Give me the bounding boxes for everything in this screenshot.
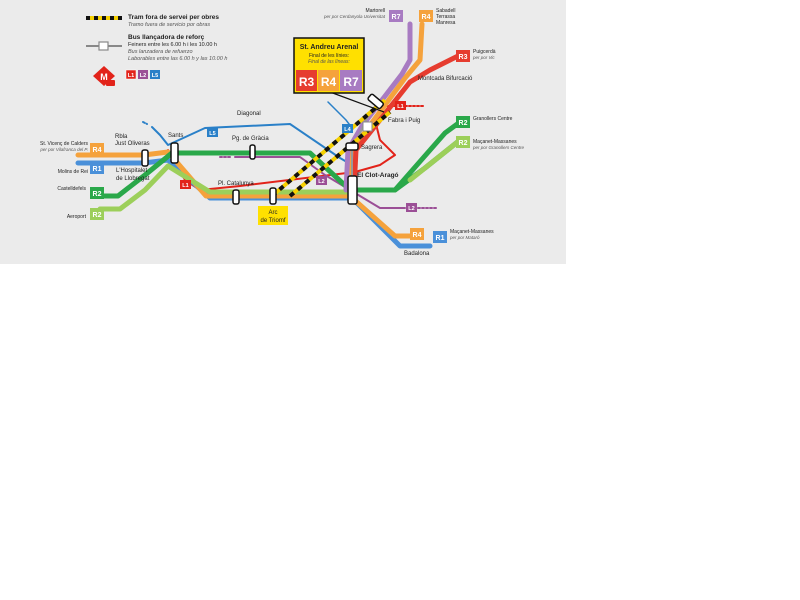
dest-sabadell-3: Manresa (436, 20, 456, 26)
dest-martorell-1: Martorell (366, 8, 385, 14)
legend-metro-l1: L1 (128, 73, 134, 79)
legend-metro-l2: L2 (140, 73, 146, 79)
station-marker-rbla-just[interactable] (141, 149, 149, 167)
dest-sabadell-1: Sabadell (436, 8, 455, 14)
legend-bus-3: Bus lanzadera de refuerzo (128, 49, 193, 55)
dest-puigcerda-2: per por Vic (472, 55, 495, 60)
metro-logo-icon: M (93, 66, 115, 86)
legend-bus-1: Bus llançadora de reforç (128, 34, 205, 41)
bus-stop-icon (362, 121, 373, 132)
badge-l1-south: L1 (182, 183, 188, 189)
callout-r3: R3 (299, 75, 315, 89)
dest-macanet-b-1: Maçanet-Massanes (450, 229, 494, 235)
callout-st-andreu: St. Andreu Arenal Final de les línies: F… (293, 37, 385, 113)
station-marker-pl-catalunya[interactable] (232, 189, 240, 205)
badge-r1-west: R1 (93, 166, 102, 173)
dest-macanet-a-2: per por Granollers Centre (472, 145, 525, 150)
badge-r1-east: R1 (436, 235, 445, 242)
badge-l4: L4 (344, 127, 351, 133)
station-montcada: Montcada Bifurcació (418, 76, 473, 82)
legend: Tram fora de servei per obres Tramo fuer… (86, 14, 227, 86)
dest-martorell-2: per por Cerdanyola Universitat (323, 14, 386, 19)
legend-works-1: Tram fora de servei per obres (128, 14, 219, 21)
callout-r4: R4 (321, 75, 337, 89)
station-rbla-just-1: Rbla (115, 134, 128, 140)
badge-r2-west: R2 (93, 191, 102, 198)
station-pg-gracia: Pg. de Gràcia (232, 136, 269, 142)
badge-r2s-west: R2 (93, 212, 102, 219)
badge-l5: L5 (209, 131, 215, 137)
dest-granollers: Granollers Centre (473, 116, 513, 122)
arc-triomf-label-bg (258, 206, 288, 225)
legend-bus-4: Laborables entre las 6.00 h y las 10.00 … (128, 56, 227, 62)
station-rbla-just-2: Just Oliveras (115, 141, 150, 147)
dest-st-vicenc-1: St. Vicenç de Calders (40, 141, 88, 147)
station-diagonal: Diagonal (237, 111, 261, 117)
station-badalona: Badalona (404, 251, 430, 257)
badge-r4-north: R4 (422, 14, 431, 21)
station-hospitalet-2: de Llobregat (116, 176, 150, 182)
station-pl-catalunya: Pl. Catalunya (218, 181, 254, 187)
station-labels: Rbla Just Oliveras Sants Diagonal Pg. de… (115, 76, 473, 257)
badge-r4-west: R4 (93, 147, 102, 154)
station-arc-triomf-2: de Triomf (260, 218, 285, 224)
badge-l2-east: L2 (408, 206, 414, 212)
legend-bus-2: Feiners entre les 6.00 h i les 10.00 h (128, 42, 217, 48)
station-marker-fabra-puig[interactable] (367, 93, 384, 110)
badge-r3-north: R3 (459, 54, 468, 61)
badge-r2-east: R2 (459, 120, 468, 127)
station-arc-triomf-1: Arc (269, 210, 278, 216)
badge-r2s-east: R2 (459, 140, 468, 147)
station-sants: Sants (168, 133, 183, 139)
badge-r4-east: R4 (413, 232, 422, 239)
station-marker-sagrera[interactable] (345, 142, 359, 151)
badge-l1-north: L1 (397, 104, 403, 110)
dest-aeroport: Aeroport (67, 214, 87, 220)
station-markers (141, 93, 384, 205)
dest-macanet-a-1: Maçanet-Massanes (473, 139, 517, 145)
station-marker-pg-gracia[interactable] (249, 144, 256, 160)
station-clot-arago: El Clot-Aragó (357, 172, 399, 179)
dest-castelldefels: Castelldefels (57, 186, 86, 192)
station-marker-clot-arago[interactable] (347, 175, 358, 205)
badge-r7-north: R7 (392, 14, 401, 21)
legend-works-2: Tramo fuera de servicio por obras (128, 22, 210, 28)
dest-st-vicenc-2: per por Vilafranca del P. (39, 147, 88, 152)
line-badges: R4 R1 R2 R2 R7 R4 R3 R2 R2 R4 R1 L5 L1 L… (90, 10, 470, 243)
badge-l2-center: L2 (318, 179, 324, 185)
dest-puigcerda-1: Puigcerdà (473, 49, 496, 55)
station-hospitalet-1: L'Hospitalet (116, 168, 147, 174)
dest-macanet-b-2: per por Mataró (449, 235, 480, 240)
legend-metro-l5: L5 (152, 73, 158, 79)
destination-labels: St. Vicenç de Calders per por Vilafranca… (39, 8, 524, 240)
dest-sabadell-2: Terrassa (436, 14, 455, 20)
callout-title: St. Andreu Arenal (300, 44, 359, 51)
station-sagrera: Sagrera (361, 145, 383, 151)
callout-sub2: Final de las líneas: (308, 59, 350, 65)
dest-molins: Molins de Rei (58, 169, 88, 175)
station-marker-arc-triomf[interactable] (269, 187, 277, 205)
station-marker-sants[interactable] (170, 142, 179, 164)
station-fabra-puig: Fabra i Puig (388, 118, 420, 124)
out-of-service-section (270, 98, 392, 198)
svg-text:M: M (100, 72, 108, 82)
callout-sub1: Final de les línies: (309, 53, 349, 59)
callout-r7: R7 (343, 75, 359, 89)
